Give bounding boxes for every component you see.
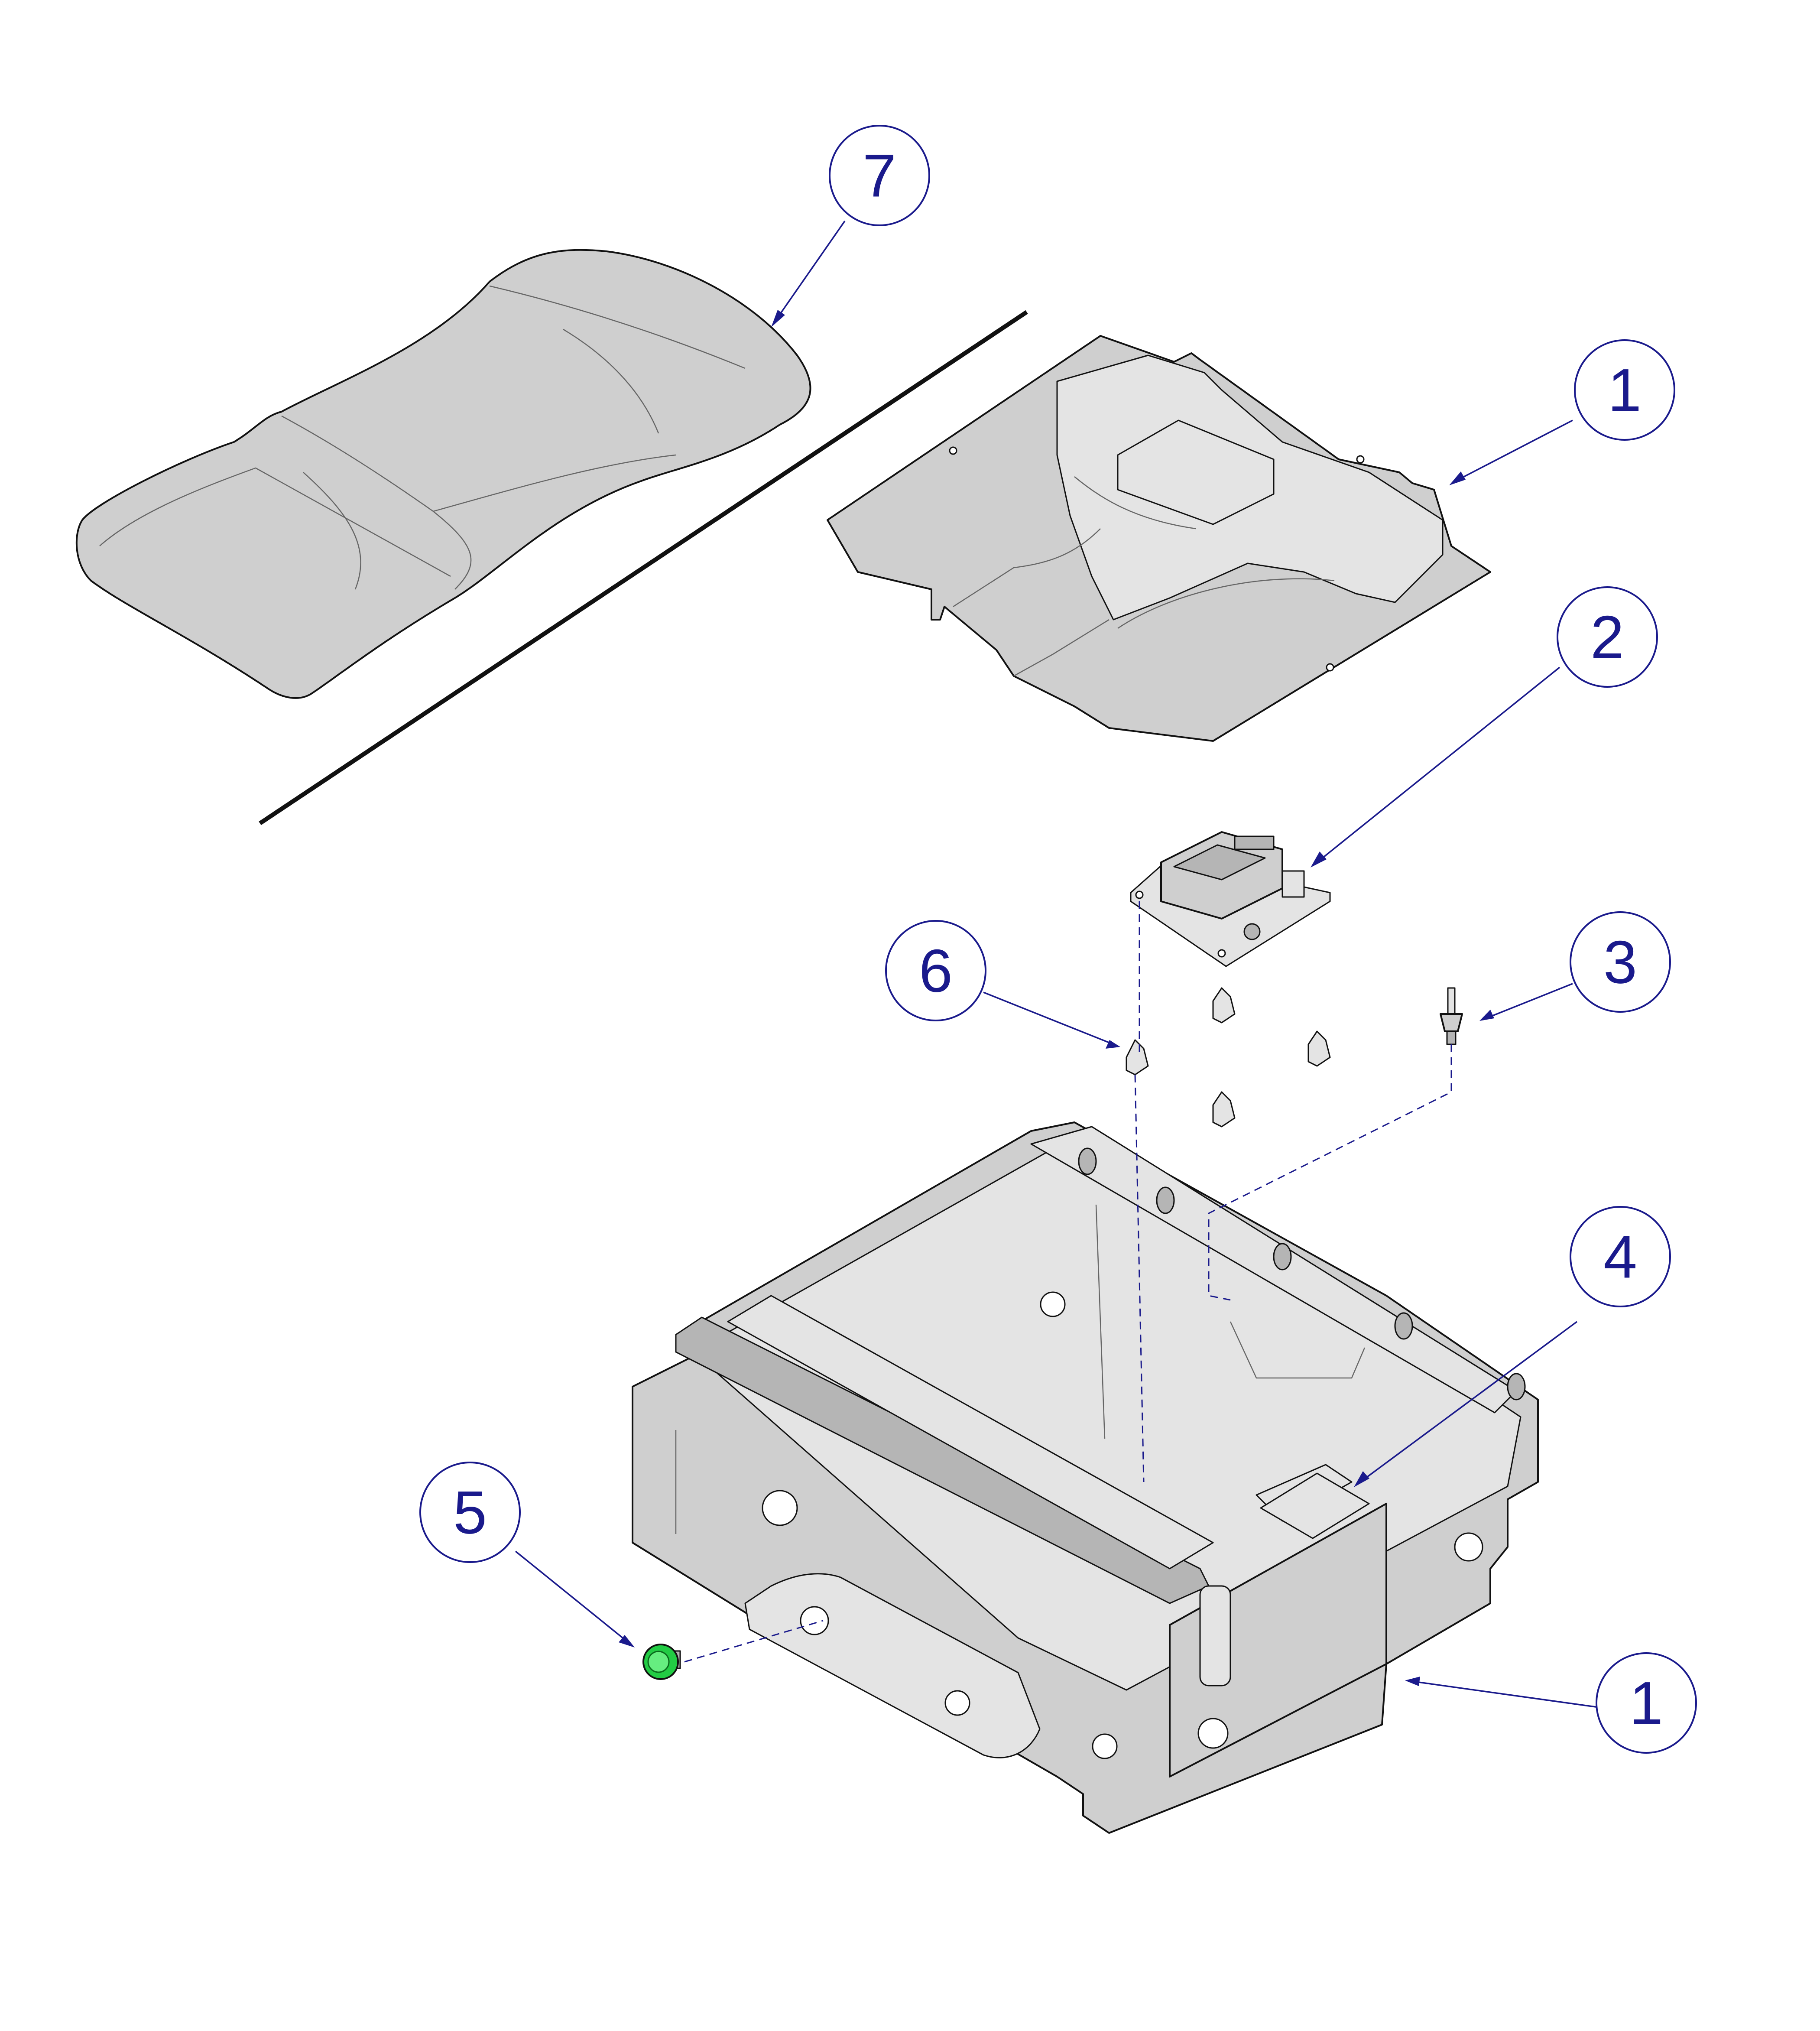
seat-cushion [75,249,811,699]
separator-line [259,310,1028,825]
board-support-clip [1126,987,1331,1128]
callout-3: 3 [1570,911,1671,1013]
standoff-fastener [1440,987,1463,1045]
top-cover-pan [827,335,1491,742]
svg-text:3: 3 [1603,928,1637,996]
assembly-line-standoff [1208,1044,1452,1301]
assembly-line-button [684,1620,824,1663]
assembly-line-board [1134,901,1145,1482]
leader-lines [515,221,1599,1708]
callout-2: 2 [1557,586,1658,688]
svg-text:6: 6 [919,937,953,1005]
callout-1-top: 1 [1574,339,1675,441]
svg-text:1: 1 [1629,1669,1663,1737]
svg-text:4: 4 [1603,1223,1637,1291]
svg-text:1: 1 [1608,356,1642,424]
base-frame [632,1121,1539,1834]
callout-5: 5 [419,1462,521,1563]
callout-4: 4 [1570,1206,1671,1307]
svg-text:2: 2 [1590,603,1624,671]
svg-text:7: 7 [863,142,896,210]
label-plate [1260,1472,1370,1539]
svg-text:5: 5 [453,1479,487,1547]
callout-6: 6 [885,920,986,1021]
callout-1-bottom: 1 [1596,1652,1697,1754]
circuit-board [1130,831,1331,967]
push-button [642,1644,681,1680]
callout-7: 7 [829,125,930,226]
